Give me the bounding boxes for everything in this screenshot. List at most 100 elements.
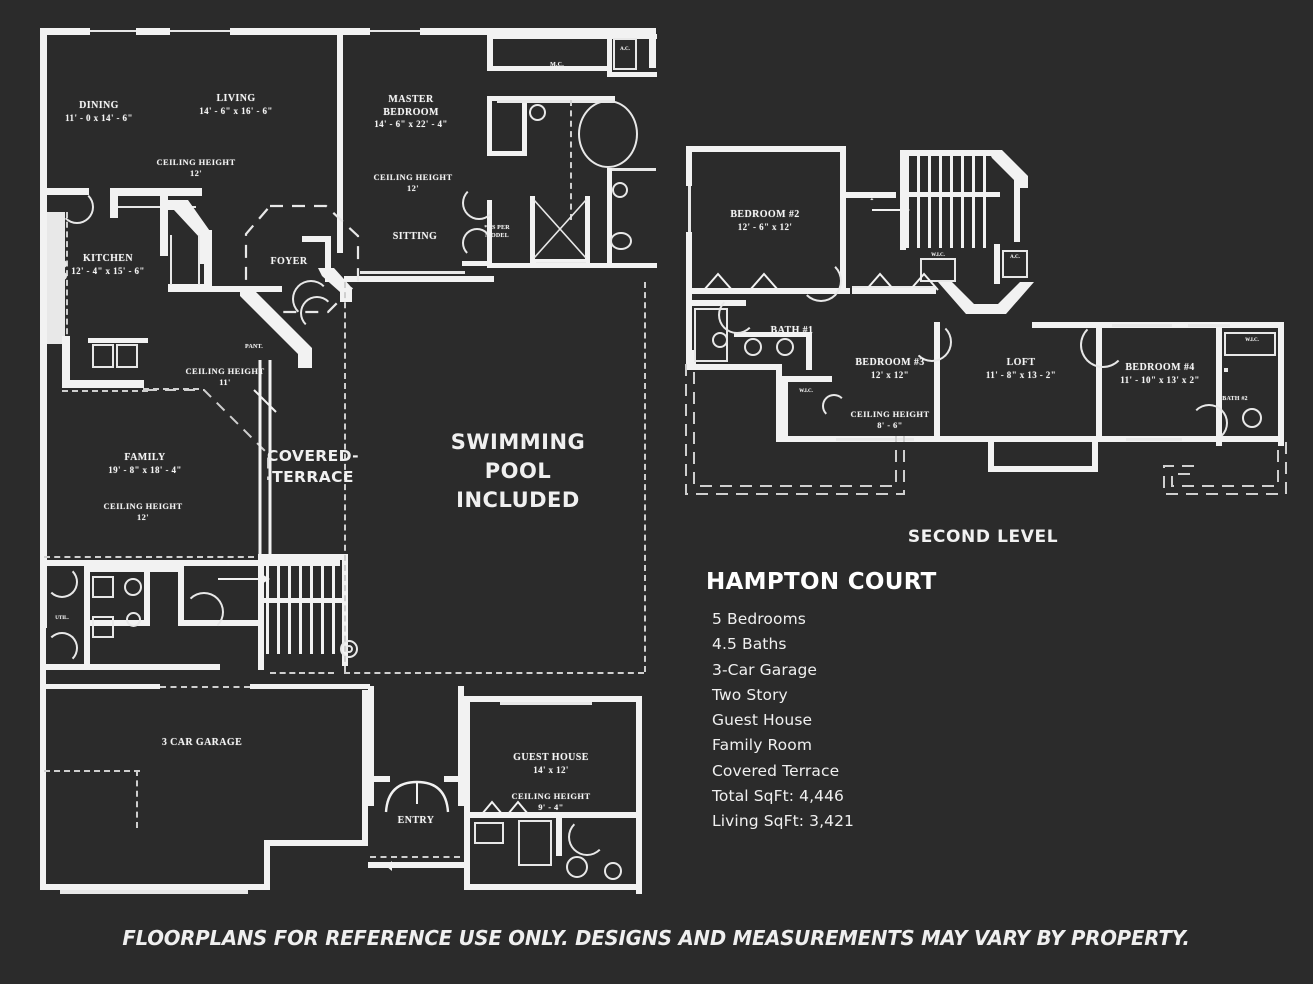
toilet-bowl bbox=[126, 612, 141, 627]
wall bbox=[40, 664, 220, 670]
wall bbox=[1032, 322, 1102, 328]
cooktop-burner bbox=[49, 260, 57, 268]
kitchen-counter bbox=[168, 284, 212, 292]
wall bbox=[337, 28, 343, 253]
ac-label-second: A.C. bbox=[1010, 255, 1020, 260]
property-spec-item: Family Room bbox=[712, 736, 813, 755]
room-label-bedroom-4: BEDROOM #4 11' - 10" x 13' x 2" bbox=[1120, 362, 1200, 385]
counter-edge bbox=[62, 390, 148, 392]
ac-label: A.C. bbox=[620, 47, 630, 52]
toilet bbox=[610, 232, 632, 250]
closet-peak-icons bbox=[703, 272, 779, 291]
wall bbox=[487, 28, 493, 68]
window-sill bbox=[1126, 438, 1182, 441]
room-label-pantry: PANT. bbox=[245, 344, 263, 350]
wall bbox=[686, 300, 746, 306]
door-swing bbox=[300, 296, 334, 330]
window-sill bbox=[170, 30, 230, 32]
wall bbox=[40, 884, 270, 890]
wall bbox=[900, 150, 1000, 156]
wall bbox=[325, 236, 331, 282]
wall bbox=[607, 28, 612, 76]
as-per-model-note: *AS PER MODEL bbox=[484, 225, 510, 239]
wall bbox=[178, 566, 184, 626]
wall bbox=[487, 96, 615, 101]
wall bbox=[686, 364, 776, 370]
wall bbox=[464, 696, 642, 702]
sink-basin bbox=[604, 862, 622, 880]
shower-divider bbox=[570, 100, 572, 220]
dryer bbox=[92, 616, 114, 638]
wall bbox=[934, 322, 940, 442]
wall bbox=[690, 350, 696, 370]
wall bbox=[40, 560, 340, 566]
stair-direction-arrow bbox=[218, 573, 270, 585]
wall bbox=[258, 554, 264, 670]
disclaimer-text: FLOORPLANS FOR REFERENCE USE ONLY. DESIG… bbox=[122, 926, 1190, 950]
closet-label: W.I.C. bbox=[799, 389, 813, 394]
wall bbox=[686, 146, 846, 152]
stair-marker: 1 bbox=[226, 562, 230, 567]
wall bbox=[302, 236, 330, 242]
door-swing bbox=[912, 322, 952, 362]
closet-shelf bbox=[852, 286, 936, 288]
kitchen-counter bbox=[110, 188, 202, 196]
cooktop-burner bbox=[59, 272, 67, 280]
wall bbox=[649, 28, 656, 68]
swimming-pool-label: SWIMMING POOL INCLUDED bbox=[450, 430, 586, 512]
roof-outline-dashed bbox=[1163, 442, 1287, 495]
wall bbox=[776, 436, 1098, 442]
wall-dashed bbox=[136, 770, 138, 828]
door-swing bbox=[1190, 404, 1228, 442]
door-swing bbox=[800, 260, 842, 302]
stair-marker-second: 2 bbox=[870, 196, 874, 202]
counter-edge bbox=[198, 235, 200, 285]
wall bbox=[464, 884, 642, 890]
wall bbox=[368, 862, 464, 868]
appliance bbox=[92, 344, 114, 368]
wall bbox=[556, 818, 562, 856]
hall-angle-walls bbox=[938, 282, 1034, 314]
ceiling-note-master: CEILING HEIGHT 12' bbox=[373, 172, 453, 193]
wall bbox=[40, 664, 46, 890]
property-title: HAMPTON COURT bbox=[706, 569, 937, 595]
wall bbox=[487, 263, 657, 268]
window-sill bbox=[90, 30, 136, 32]
wall bbox=[144, 566, 150, 626]
wall bbox=[1278, 322, 1284, 446]
floor-drain bbox=[340, 640, 358, 658]
wall bbox=[734, 332, 812, 337]
wall bbox=[264, 840, 368, 846]
stair-wall-angle bbox=[988, 150, 1028, 188]
ac-closet bbox=[1002, 250, 1028, 278]
room-label-guest-house: GUEST HOUSE 14' x 12' bbox=[513, 752, 589, 775]
sink-basin bbox=[529, 104, 546, 121]
wall bbox=[487, 151, 527, 156]
door-swing bbox=[822, 394, 846, 418]
wall bbox=[840, 146, 846, 198]
wall bbox=[487, 66, 612, 71]
window-sill bbox=[500, 702, 592, 705]
utility-label: UTIL. bbox=[55, 616, 69, 621]
wall bbox=[458, 686, 464, 806]
sink-basin bbox=[744, 338, 762, 356]
room-label-sitting: SITTING bbox=[392, 231, 438, 242]
sink-basin bbox=[612, 182, 628, 198]
door-swing bbox=[60, 190, 94, 224]
wall bbox=[988, 440, 994, 472]
wall bbox=[988, 466, 1098, 472]
pool-boundary bbox=[270, 672, 334, 674]
room-label-foyer: FOYER bbox=[270, 256, 308, 267]
stair-rail bbox=[262, 598, 344, 603]
window-sill bbox=[1188, 324, 1230, 327]
stair-rail bbox=[902, 192, 1000, 197]
bathtub bbox=[518, 820, 552, 866]
property-spec-item: 5 Bedrooms bbox=[712, 610, 806, 628]
wall bbox=[686, 300, 692, 370]
window-sill bbox=[370, 30, 420, 32]
wall bbox=[1092, 440, 1098, 472]
wall bbox=[1014, 180, 1020, 242]
roof-outline-dashed bbox=[685, 364, 905, 495]
wall bbox=[1098, 436, 1284, 442]
